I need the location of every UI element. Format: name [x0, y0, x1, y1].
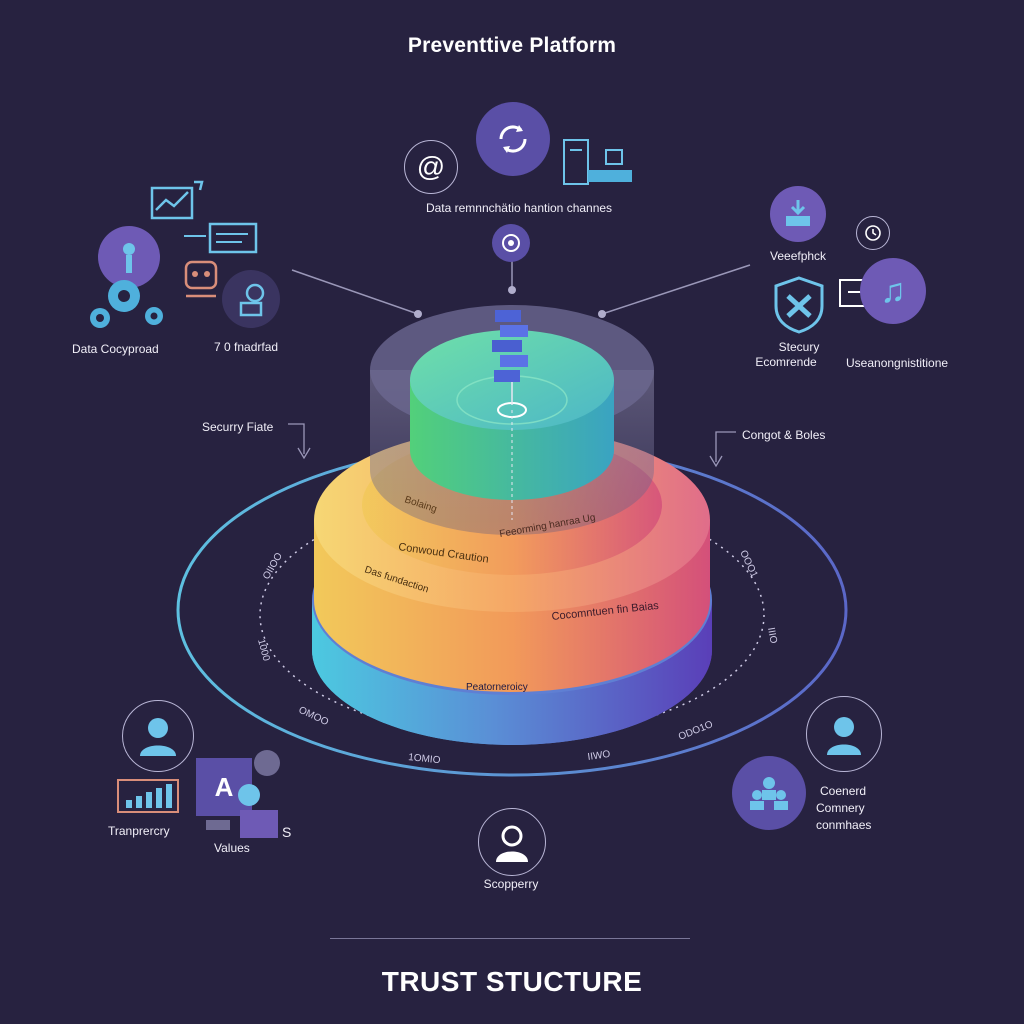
target-user-icon: [222, 270, 280, 328]
shield-icon: [774, 276, 824, 334]
chat-bubble-icon: [254, 750, 280, 776]
bottom-center-label: Scopperry: [483, 877, 539, 891]
right-label-ecomrende: Ecomrende: [755, 355, 817, 369]
right-label-veeefphck: Veeefphck: [770, 249, 827, 263]
person-outline-icon: [806, 696, 882, 772]
robot-head-icon: [184, 260, 218, 298]
bottom-right-line3: conmhaes: [816, 818, 872, 832]
chat-document-icon: [184, 222, 258, 254]
ring-label: OOO1: [737, 549, 759, 580]
bottom-right-line2: Comnery: [816, 801, 865, 815]
glyph-s: S: [282, 824, 292, 840]
sync-arrows-icon: [476, 102, 550, 176]
user-profile-icon: [122, 700, 194, 772]
bottom-right-line1: Coenerd: [820, 784, 867, 798]
right-label-useanong: Useanongnistitione: [846, 356, 949, 370]
bar-chart-icon: [117, 779, 179, 813]
side-label-security: Securry Fiate: [202, 420, 274, 434]
at-sign-icon: @: [404, 140, 458, 194]
left-label-fnadrfad: 7 0 fnadrfad: [214, 340, 279, 354]
layer-label: Peatorneroicy: [466, 682, 528, 693]
footer-title: TRUST STUCTURE: [381, 966, 643, 997]
download-tool-icon: [770, 186, 826, 242]
bottom-left-label-tranprercry: Tranprercry: [108, 824, 170, 838]
badge-icon: [238, 784, 260, 806]
clock-icon: [856, 216, 890, 250]
target-node-icon: [492, 224, 530, 262]
server-lock-icon: [563, 139, 632, 185]
ring-label: IIWO: [587, 749, 611, 763]
blocks-icon: [492, 310, 528, 405]
bottom-left-label-values: Values: [214, 841, 250, 855]
footer-divider: [330, 938, 690, 939]
ring-label: IIIO: [765, 627, 779, 645]
ring-label: ODO1O: [677, 719, 715, 743]
ring-label: OMOO: [297, 705, 331, 728]
side-label-congot: Congot & Boles: [742, 428, 826, 442]
card-bar-icon: [206, 820, 230, 830]
left-label-data: Data Cocyproad: [72, 342, 159, 356]
user-outline-icon: [478, 808, 546, 876]
gear-cluster-icon: [90, 280, 163, 328]
right-label-stecury: Stecury: [778, 340, 820, 354]
page-title: Preventtive Platform: [407, 34, 617, 57]
music-note-icon: ♫: [860, 258, 926, 324]
top-center-caption: Data remnnchätio hantion channes: [425, 201, 613, 215]
ring-label: 1000: [255, 638, 271, 663]
analytics-monitor-icon: [150, 180, 204, 220]
card-stack-icon: [240, 810, 278, 838]
team-group-icon: [732, 756, 806, 830]
ring-label: 1OMIO: [408, 752, 441, 766]
key-lock-icon: [98, 226, 160, 288]
glyph-a: A: [214, 771, 234, 802]
